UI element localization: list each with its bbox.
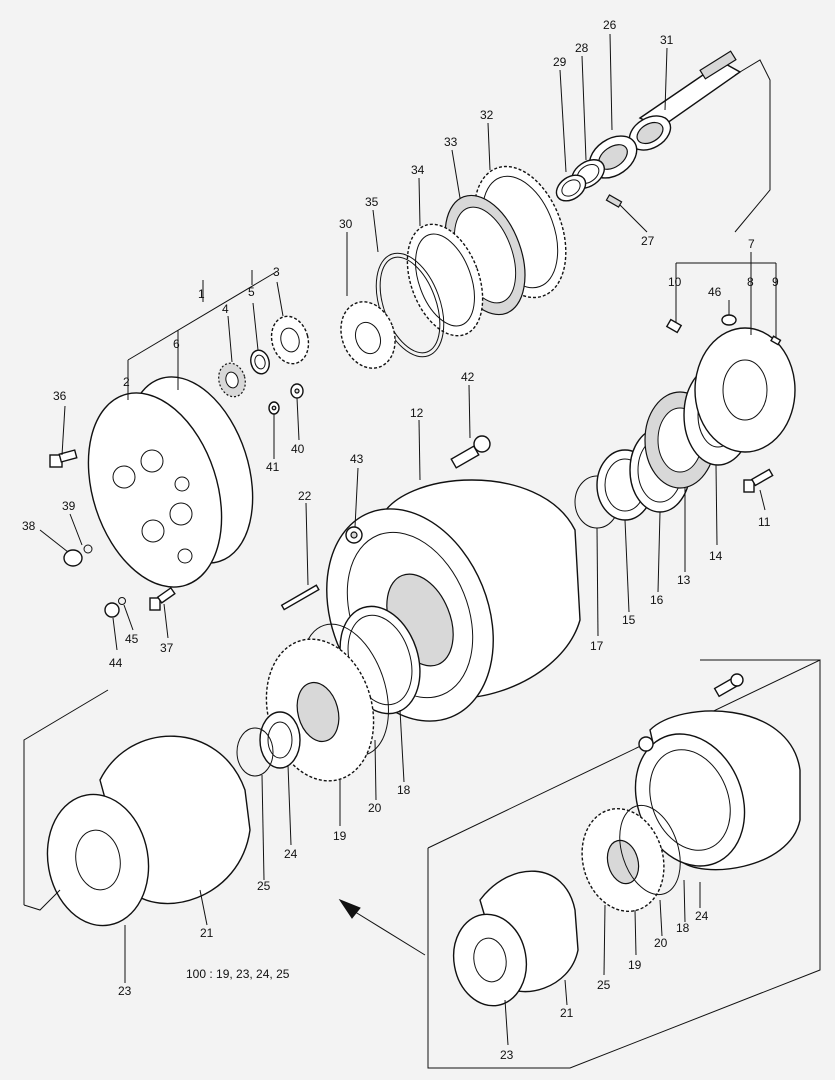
inset-panel <box>427 659 821 1069</box>
inset-callout-24: 24 <box>695 909 709 923</box>
planet-gear-3 <box>270 315 310 365</box>
inset-spur-gear <box>581 808 665 912</box>
pin-27 <box>605 194 623 208</box>
callout-1: 1 <box>198 287 205 301</box>
o-ring-39 <box>83 544 93 554</box>
plug-38 <box>63 549 83 567</box>
callout-15: 15 <box>622 613 636 627</box>
callout-36: 36 <box>53 389 67 403</box>
washer-46 <box>721 314 737 326</box>
callout-16: 16 <box>650 593 664 607</box>
callout-19: 19 <box>333 829 347 843</box>
callout-17: 17 <box>590 639 604 653</box>
pin-22 <box>280 584 320 611</box>
inset-callout-25: 25 <box>597 978 611 992</box>
washer-5 <box>250 349 270 375</box>
inset-snap-ring <box>619 804 681 896</box>
callout-33: 33 <box>444 135 458 149</box>
bolt-42 <box>450 435 491 469</box>
fitting-43 <box>345 526 363 544</box>
inset-callout-20: 20 <box>654 936 668 950</box>
ring-25 <box>236 727 274 777</box>
footnote: 100 : 19, 23, 24, 25 <box>186 967 290 981</box>
plug-44 <box>104 602 120 618</box>
callout-44: 44 <box>109 656 123 670</box>
spring-24 <box>259 711 301 769</box>
bolt-37 <box>149 586 176 611</box>
callout-37: 37 <box>160 641 174 655</box>
bolt-11 <box>743 468 774 493</box>
washer-40 <box>290 383 304 399</box>
callout-46: 46 <box>708 285 722 299</box>
callout-39: 39 <box>62 499 76 513</box>
callout-20: 20 <box>368 801 382 815</box>
callout-31: 31 <box>660 33 674 47</box>
inset-hub-housing <box>634 710 801 871</box>
inset-bolt <box>713 673 744 698</box>
callout-14: 14 <box>709 549 723 563</box>
callout-3: 3 <box>273 265 280 279</box>
callout-32: 32 <box>480 108 494 122</box>
callout-22: 22 <box>298 489 312 503</box>
callout-11: 11 <box>758 515 771 529</box>
o-ring-45 <box>118 597 126 605</box>
callout-29: 29 <box>553 55 567 69</box>
callout-41: 41 <box>266 460 280 474</box>
callout-8: 8 <box>747 275 754 289</box>
callout-2: 2 <box>123 375 130 389</box>
callout-38: 38 <box>22 519 36 533</box>
inset-callout-21: 21 <box>560 1006 574 1020</box>
callout-10: 10 <box>668 275 682 289</box>
callout-23: 23 <box>118 984 132 998</box>
inset-fitting <box>638 736 654 752</box>
ring-gear-hub-21 <box>46 735 251 927</box>
callout-43: 43 <box>350 452 364 466</box>
callout-34: 34 <box>411 163 425 177</box>
callout-28: 28 <box>575 41 589 55</box>
sun-gear-30 <box>340 301 396 369</box>
vent-10 <box>665 318 683 334</box>
callout-42: 42 <box>461 370 475 384</box>
leader-lines <box>23 33 777 1046</box>
plug-9 <box>770 335 782 346</box>
callout-12: 12 <box>410 406 424 420</box>
callout-6: 6 <box>173 337 180 351</box>
gear-34 <box>406 223 484 337</box>
inset-callout-23: 23 <box>500 1048 514 1062</box>
direction-arrow <box>338 898 426 956</box>
callout-21: 21 <box>200 926 214 940</box>
callout-40: 40 <box>291 442 305 456</box>
planet-carrier <box>87 376 254 588</box>
callout-labels: 1 2 3 4 5 6 7 8 9 10 11 12 13 14 15 16 1… <box>22 18 779 1062</box>
callout-25: 25 <box>257 879 271 893</box>
callout-5: 5 <box>248 285 255 299</box>
callout-26: 26 <box>603 18 617 32</box>
callout-4: 4 <box>222 302 229 316</box>
brake-housing-7 <box>694 327 796 453</box>
callout-45: 45 <box>125 632 139 646</box>
callout-27: 27 <box>641 234 655 248</box>
output-shaft <box>628 50 742 151</box>
inset-ring-gear-hub <box>452 870 579 1007</box>
callout-24: 24 <box>284 847 298 861</box>
inset-callout-18: 18 <box>676 921 690 935</box>
inset-callout-19: 19 <box>628 958 642 972</box>
shim-29 <box>555 174 587 202</box>
callout-13: 13 <box>677 573 691 587</box>
callout-9: 9 <box>772 275 779 289</box>
callout-18: 18 <box>397 783 411 797</box>
callout-30: 30 <box>339 217 353 231</box>
needle-bearing-4 <box>218 362 246 398</box>
bolt-36 <box>49 449 78 468</box>
washer-41 <box>268 401 280 415</box>
callout-35: 35 <box>365 195 379 209</box>
callout-7: 7 <box>748 237 755 251</box>
